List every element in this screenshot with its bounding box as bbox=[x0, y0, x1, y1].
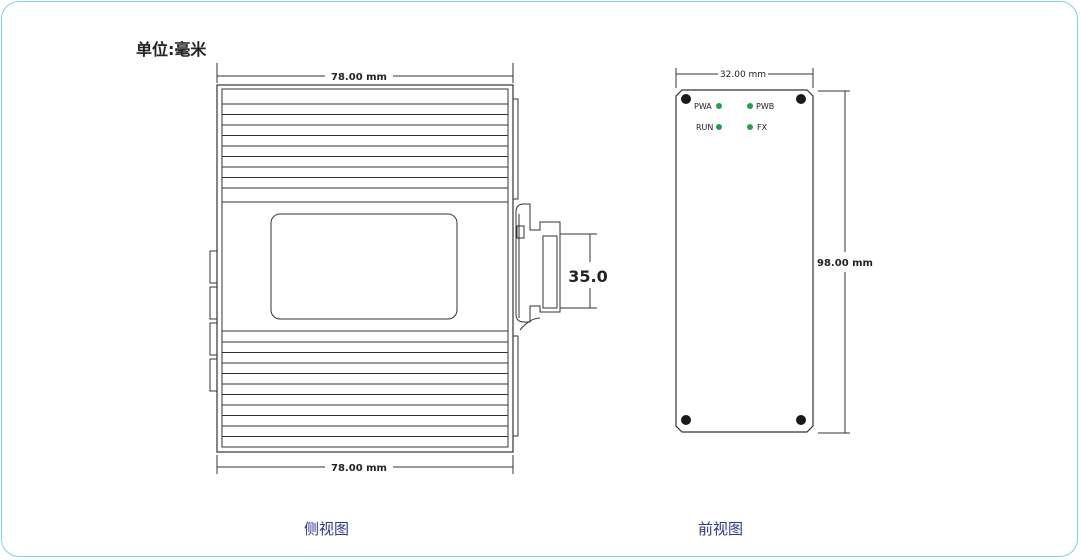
front-height-label: 98.00 mm bbox=[817, 258, 873, 269]
side-width-top-label: 78.00 mm bbox=[331, 72, 387, 83]
right-plate-top bbox=[512, 98, 519, 200]
side-connector-3 bbox=[209, 322, 218, 356]
bottom-fins bbox=[222, 341, 508, 437]
front-panel bbox=[675, 89, 814, 433]
side-width-bottom-label: 78.00 mm bbox=[331, 463, 387, 474]
side-connector-1 bbox=[209, 250, 218, 284]
side-housing bbox=[216, 84, 514, 453]
front-width-label: 32.00 mm bbox=[720, 70, 766, 80]
front-view-caption: 前视图 bbox=[698, 520, 744, 538]
led-label-run: RUN bbox=[696, 123, 713, 132]
led-pwa-indicator bbox=[716, 103, 722, 109]
din-clip bbox=[515, 203, 561, 323]
led-label-fx: FX bbox=[757, 123, 768, 132]
led-run-indicator bbox=[716, 124, 722, 130]
side-connector-4 bbox=[209, 358, 218, 392]
front-view bbox=[675, 68, 850, 434]
din-clip-latch bbox=[516, 225, 525, 239]
din-clip-spring bbox=[519, 317, 541, 331]
mount-hole-top-left bbox=[681, 94, 691, 104]
led-label-pwb: PWB bbox=[756, 102, 774, 111]
side-housing-inner bbox=[221, 88, 509, 448]
mount-hole-bottom-left bbox=[681, 415, 691, 425]
side-view bbox=[209, 63, 597, 474]
unit-label: 单位:毫米 bbox=[136, 40, 207, 59]
side-connector-2 bbox=[209, 286, 218, 320]
led-fx-indicator bbox=[747, 124, 753, 130]
rail-width-label: 35.0 bbox=[568, 267, 607, 286]
din-rail bbox=[542, 235, 558, 309]
mount-hole-top-right bbox=[796, 94, 806, 104]
side-view-caption: 侧视图 bbox=[304, 520, 350, 538]
led-pwb-indicator bbox=[747, 103, 753, 109]
right-plate-bottom bbox=[512, 335, 519, 437]
label-window bbox=[270, 213, 458, 320]
mount-hole-bottom-right bbox=[796, 415, 806, 425]
led-label-pwa: PWA bbox=[694, 102, 712, 111]
top-fins bbox=[222, 103, 508, 189]
